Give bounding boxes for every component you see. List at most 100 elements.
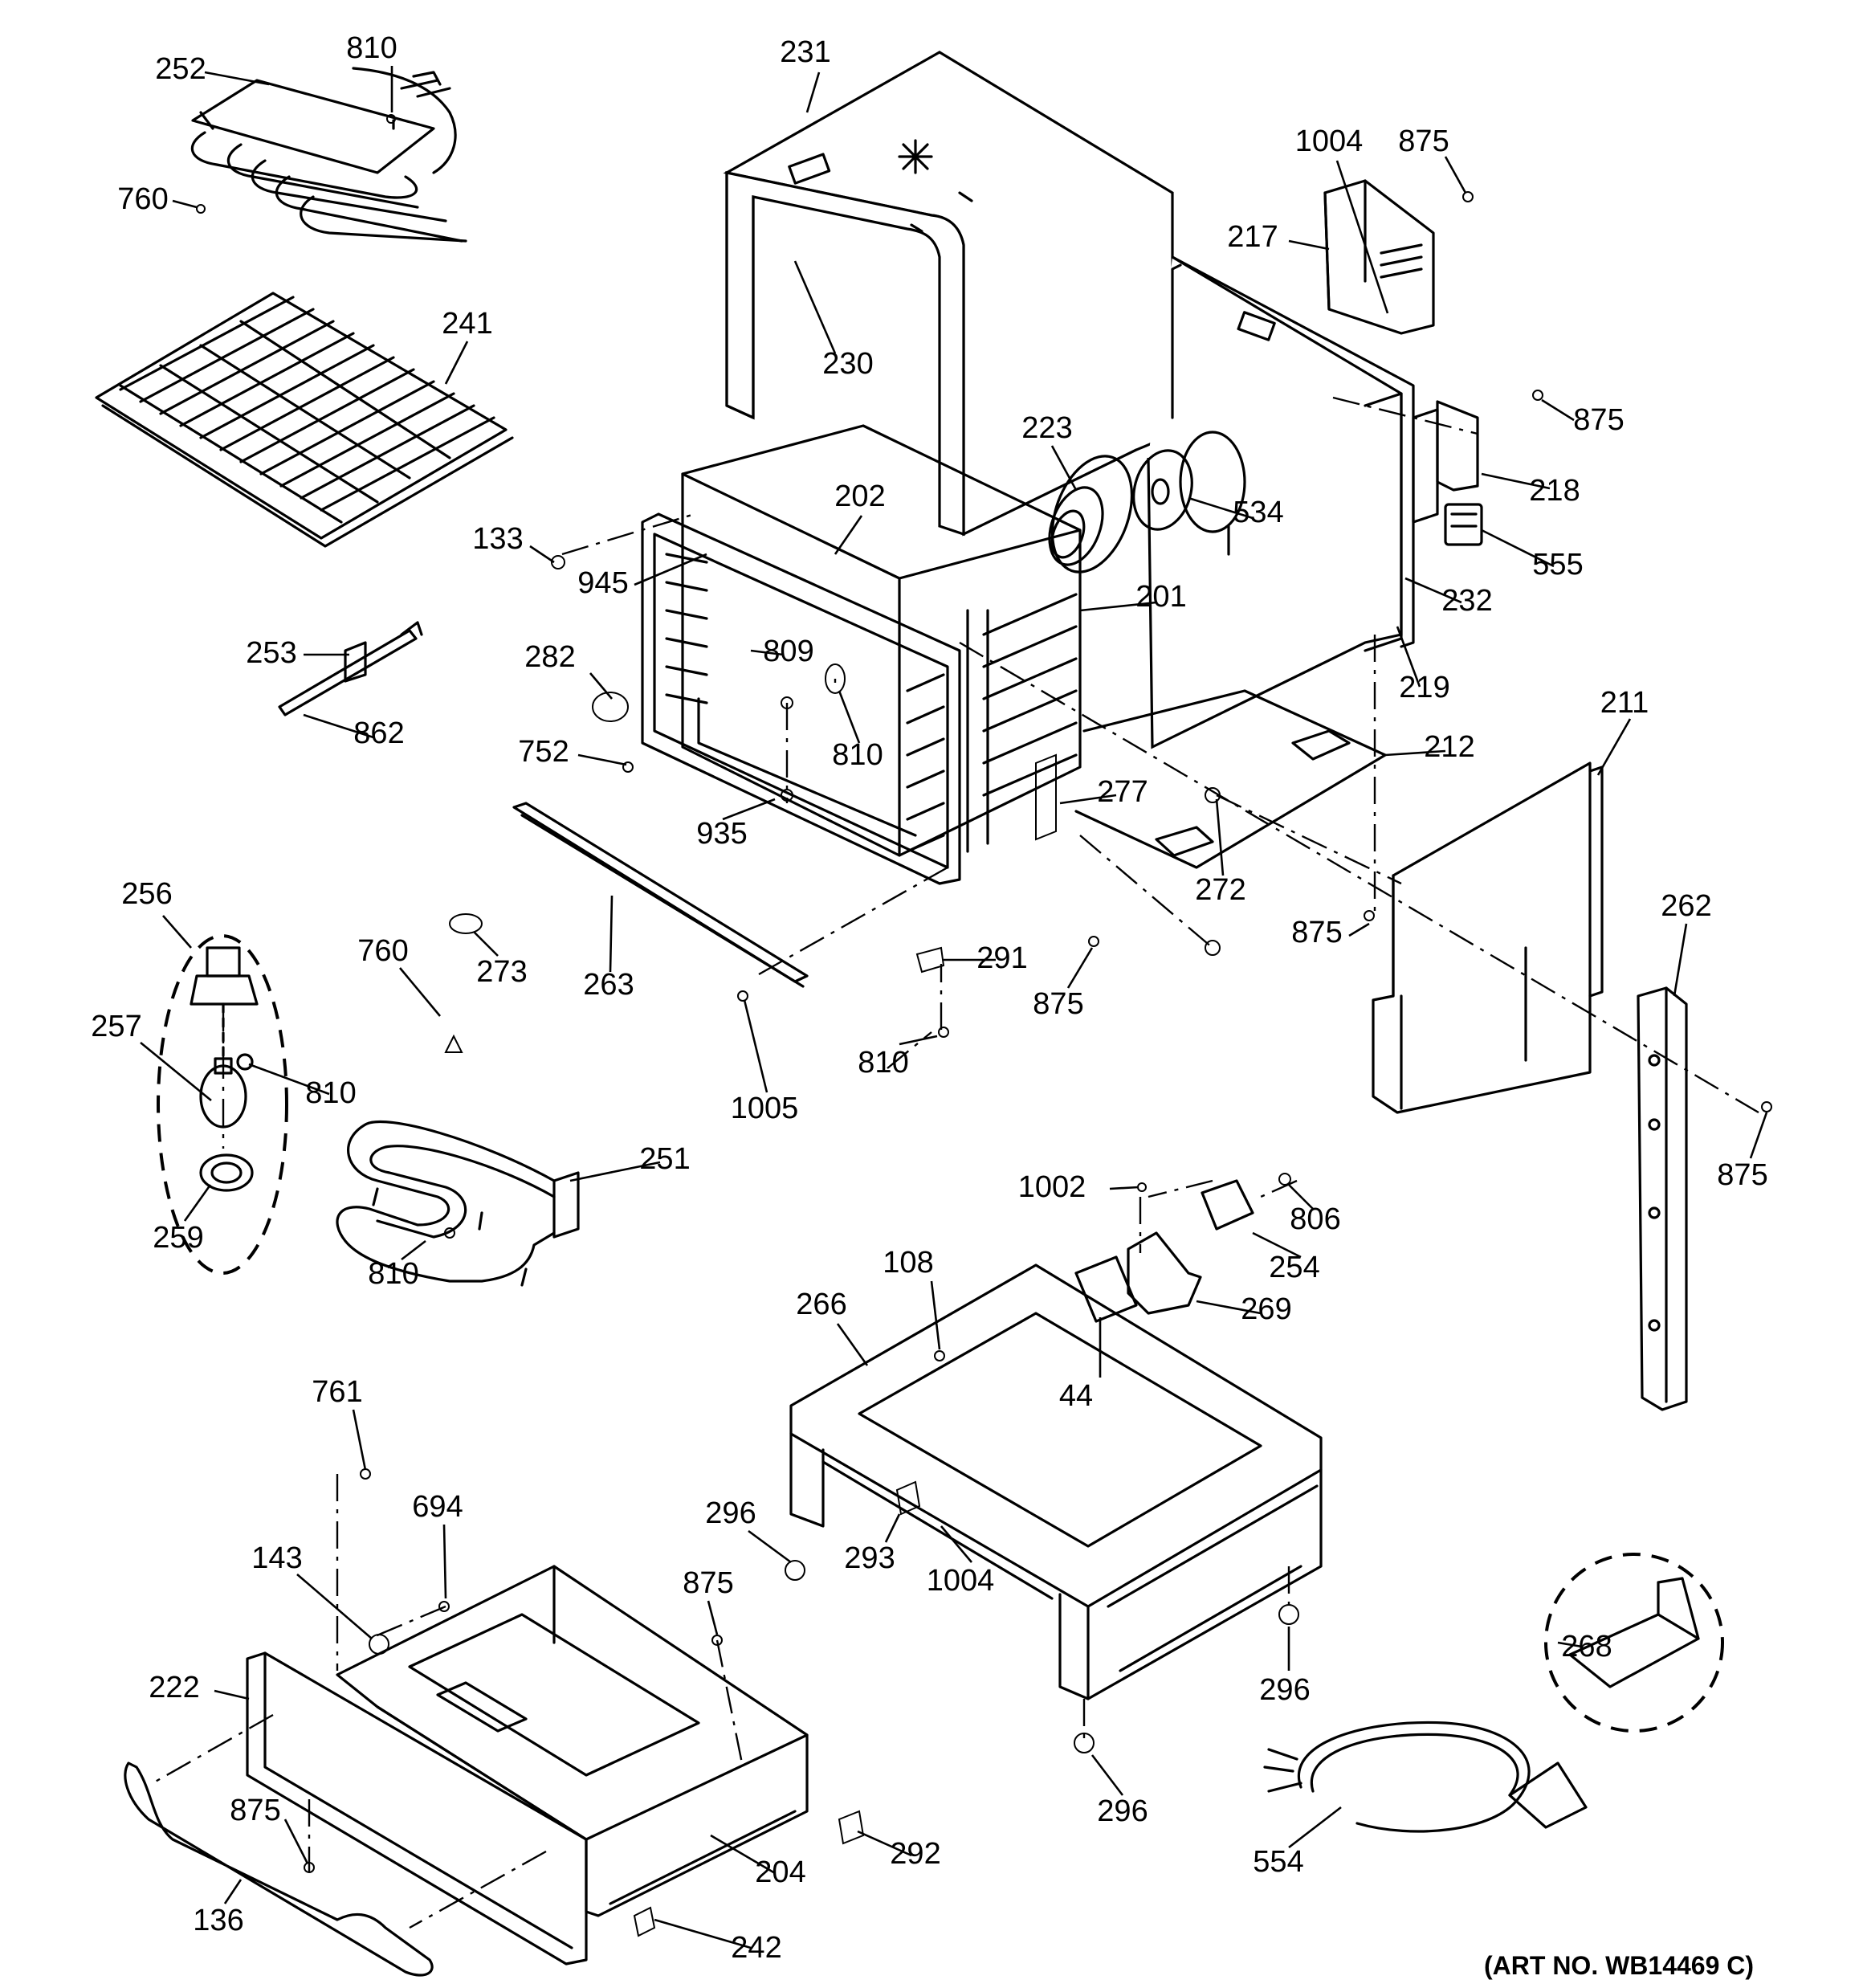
callout-752: 752: [518, 735, 569, 769]
callout-554: 554: [1253, 1845, 1303, 1879]
insulation-219: [1364, 392, 1403, 652]
callout-143: 143: [251, 1541, 302, 1575]
bake-element-251: [336, 1120, 580, 1287]
callout-810: 810: [832, 738, 883, 772]
callout-555: 555: [1532, 548, 1583, 582]
callout-875: 875: [1573, 403, 1624, 437]
callout-1005: 1005: [731, 1092, 799, 1125]
callout-296: 296: [1259, 1673, 1310, 1707]
callout-875: 875: [1033, 987, 1083, 1021]
fan-motor-534: [1132, 449, 1193, 531]
callout-262: 262: [1661, 889, 1711, 923]
callout-252: 252: [155, 52, 206, 86]
callout-760: 760: [117, 182, 168, 216]
side-strip-262: [1637, 986, 1688, 1411]
side-panel-211: [1372, 761, 1604, 1114]
bracket-269: [1127, 1231, 1202, 1315]
oven-front-frame-202: [641, 512, 961, 885]
callout-1004: 1004: [1295, 125, 1364, 158]
bracket-218: [1412, 400, 1479, 524]
callout-809: 809: [763, 635, 813, 668]
oven-sensor-253: [278, 621, 423, 716]
callout-217: 217: [1227, 220, 1278, 254]
callout-293: 293: [844, 1541, 895, 1575]
hardware-screws: [196, 114, 1772, 1937]
callout-232: 232: [1441, 584, 1492, 618]
callout-875: 875: [1717, 1158, 1767, 1192]
callout-272: 272: [1195, 873, 1245, 907]
callout-204: 204: [755, 1855, 805, 1889]
callout-761: 761: [312, 1375, 362, 1409]
callout-labels: 252 810 760 231 1004 875 217 241 230 875 223 202 218…: [91, 31, 1767, 1965]
callout-259: 259: [153, 1221, 203, 1255]
callout-230: 230: [822, 347, 873, 381]
callout-875: 875: [1398, 125, 1449, 158]
oven-top-cover-231: [723, 51, 1174, 537]
callout-875: 875: [683, 1566, 733, 1600]
power-cord-554: [1263, 1721, 1588, 1833]
callout-219: 219: [1399, 671, 1449, 704]
callout-292: 292: [890, 1837, 940, 1871]
callout-257: 257: [91, 1010, 141, 1043]
callout-862: 862: [353, 716, 404, 750]
range-base-266: [789, 1263, 1323, 1700]
callout-251: 251: [639, 1142, 690, 1176]
burner-strip-263: [512, 802, 809, 988]
callout-694: 694: [412, 1490, 463, 1524]
leader-lines: [140, 66, 1768, 1949]
callout-266: 266: [796, 1288, 846, 1321]
callout-256: 256: [121, 877, 172, 911]
callout-268: 268: [1561, 1630, 1612, 1663]
callout-1002: 1002: [1018, 1170, 1086, 1204]
callout-202: 202: [834, 480, 885, 513]
callout-108: 108: [883, 1246, 933, 1280]
switch-254: [1201, 1179, 1254, 1231]
callout-277: 277: [1097, 775, 1148, 809]
callout-223: 223: [1021, 411, 1072, 445]
art-number: (ART NO. WB14469 C): [1484, 1951, 1754, 1980]
callout-810: 810: [346, 31, 397, 65]
callout-218: 218: [1529, 474, 1580, 508]
callout-760: 760: [357, 934, 408, 968]
callout-875: 875: [1291, 916, 1342, 949]
rear-bracket-217: [1323, 179, 1435, 335]
callout-201: 201: [1135, 580, 1186, 614]
detail-268: [1544, 1553, 1724, 1733]
oven-rack-241: [95, 292, 514, 548]
callout-253: 253: [246, 636, 296, 670]
callout-133: 133: [472, 522, 523, 556]
callout-1004: 1004: [927, 1564, 995, 1598]
callout-875: 875: [230, 1794, 280, 1827]
callout-810: 810: [858, 1046, 908, 1080]
callout-44: 44: [1059, 1379, 1093, 1413]
bracket-44: [1074, 1255, 1138, 1323]
callout-241: 241: [442, 307, 492, 341]
callout-534: 534: [1233, 496, 1283, 529]
callout-810: 810: [368, 1257, 418, 1291]
callout-273: 273: [476, 955, 527, 989]
callout-282: 282: [524, 640, 575, 674]
drawer-front-222: [246, 1651, 588, 1966]
callout-945: 945: [577, 566, 628, 600]
callout-269: 269: [1241, 1292, 1291, 1326]
callout-231: 231: [780, 35, 830, 69]
rear-panel-232: [1147, 255, 1415, 749]
broil-element-252: [190, 67, 467, 243]
callout-810: 810: [305, 1076, 356, 1110]
callout-242: 242: [731, 1931, 781, 1965]
callout-935: 935: [696, 817, 747, 851]
oven-cavity-201: [681, 424, 1082, 857]
alignment-lines: [152, 396, 1759, 1929]
callout-291: 291: [976, 941, 1027, 975]
callout-212: 212: [1424, 730, 1474, 764]
callout-211: 211: [1600, 686, 1649, 720]
drawer-handle-136: [124, 1761, 434, 1977]
callout-806: 806: [1290, 1202, 1340, 1236]
callout-254: 254: [1269, 1251, 1319, 1284]
terminal-block-555: [1444, 503, 1483, 546]
callout-222: 222: [149, 1671, 199, 1704]
callout-263: 263: [583, 968, 634, 1002]
callout-296: 296: [1097, 1794, 1148, 1828]
callout-136: 136: [193, 1904, 243, 1937]
